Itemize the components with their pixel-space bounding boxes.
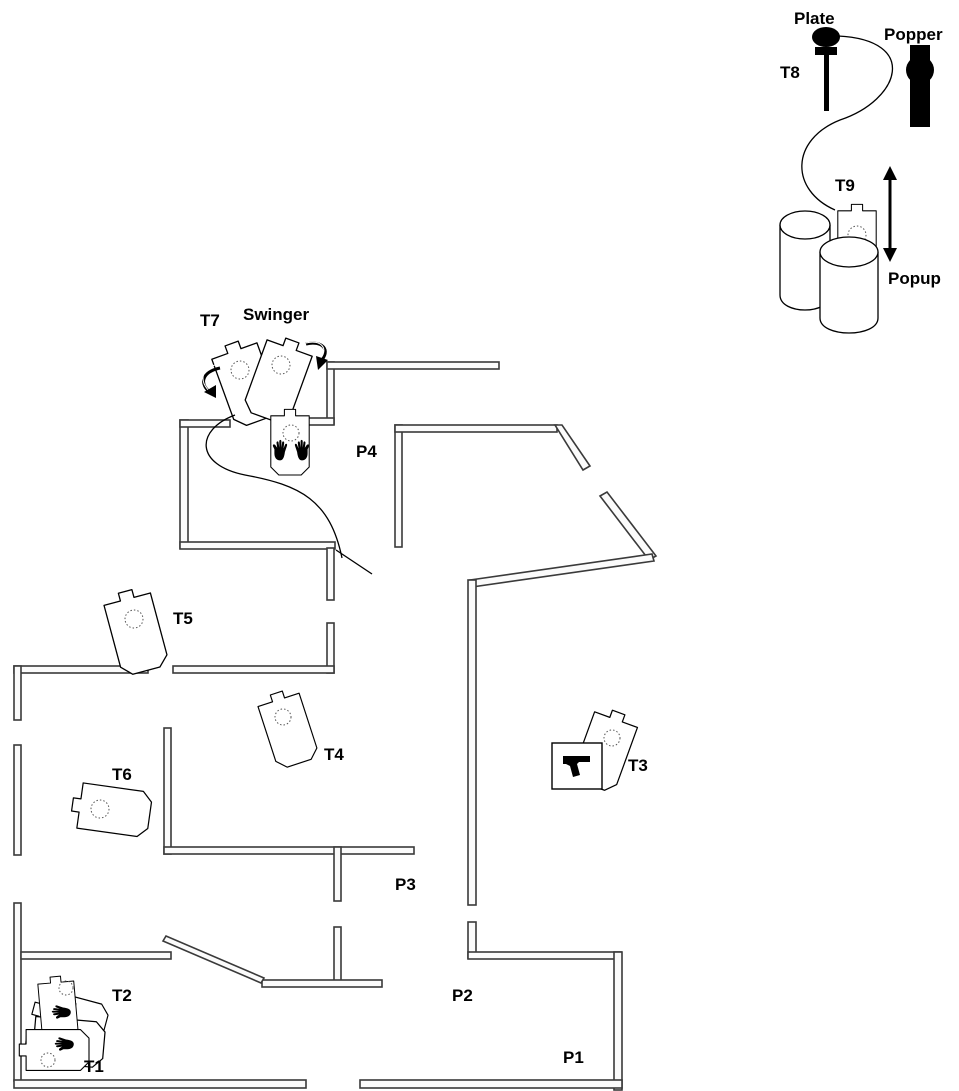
pistol-icon bbox=[563, 756, 590, 777]
no-shoot-target-t7-room bbox=[270, 408, 310, 476]
t5-target bbox=[101, 584, 171, 678]
plate-target bbox=[812, 27, 840, 111]
t3-target bbox=[569, 704, 641, 795]
label-t9: T9 bbox=[835, 176, 855, 195]
label-popup: Popup bbox=[888, 269, 941, 288]
t7-swinger-targets bbox=[208, 331, 316, 430]
label-popper: Popper bbox=[884, 25, 943, 44]
swinger-path-line bbox=[205, 414, 343, 559]
label-t4: T4 bbox=[324, 745, 344, 764]
label-t7: T7 bbox=[200, 311, 220, 330]
t6-target bbox=[68, 781, 154, 839]
up-down-arrow-icon bbox=[883, 166, 897, 262]
label-p4: P4 bbox=[356, 442, 377, 461]
t1-t2-extra-targets bbox=[18, 974, 90, 1071]
t9-popup-group bbox=[779, 203, 879, 334]
rotation-arrow-icon bbox=[305, 341, 328, 370]
label-t5: T5 bbox=[173, 609, 193, 628]
t4-target bbox=[255, 685, 321, 771]
movement-line-plate-t9 bbox=[801, 35, 894, 211]
label-swinger: Swinger bbox=[243, 305, 310, 324]
label-p1: P1 bbox=[563, 1048, 584, 1067]
labels: Plate Popper T8 T9 Popup T7 Swinger P4 T… bbox=[84, 9, 943, 1076]
popper-target bbox=[906, 45, 934, 127]
label-t3: T3 bbox=[628, 756, 648, 775]
label-t1: T1 bbox=[84, 1057, 104, 1076]
rotation-arrow-icon bbox=[202, 363, 221, 398]
label-t6: T6 bbox=[112, 765, 132, 784]
label-t2: T2 bbox=[112, 986, 132, 1005]
label-p2: P2 bbox=[452, 986, 473, 1005]
label-t8: T8 bbox=[780, 63, 800, 82]
label-p3: P3 bbox=[395, 875, 416, 894]
label-plate: Plate bbox=[794, 9, 835, 28]
p1-start-box bbox=[551, 742, 603, 790]
walls bbox=[13, 361, 658, 1091]
